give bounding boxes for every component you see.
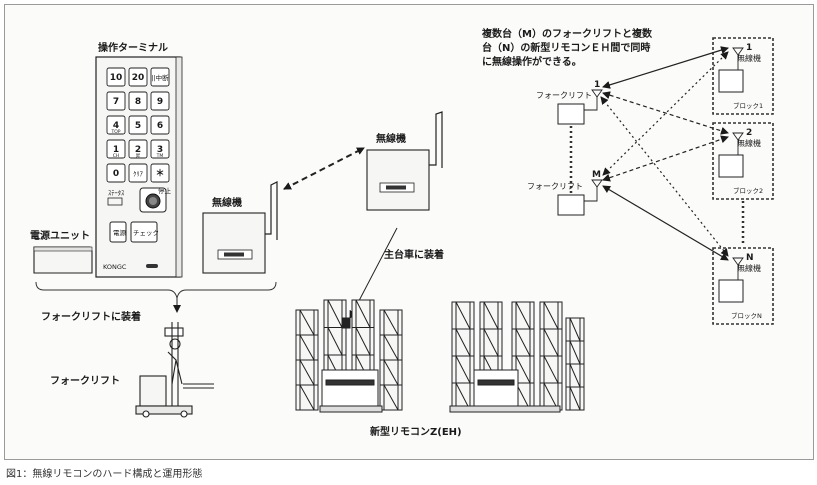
network-links: [600, 46, 729, 261]
keypad-key-label: 0: [113, 169, 119, 179]
stop-label: 停止: [158, 186, 172, 195]
keypad-key-label: 9: [157, 97, 163, 107]
block-2-radio: 無線機: [737, 138, 761, 148]
power-key-label: 電源: [113, 228, 127, 237]
forklift-node-m-label: フォークリフト: [527, 182, 583, 191]
status-label: ｽﾃｰﾀｽ: [108, 189, 125, 197]
keypad-key[interactable]: 8: [128, 91, 148, 111]
forklift-node-1: フォークリフト 1: [536, 80, 603, 125]
keypad-key[interactable]: 1CH: [106, 139, 126, 159]
keypad-key-label: ｸﾘｱ: [133, 170, 144, 178]
rack-section: [295, 309, 319, 411]
keypad-key[interactable]: 9: [150, 91, 170, 111]
block-node-2: 2 無線機 ブロック2: [712, 122, 774, 200]
block-node-n: N 無線機 ブロックN: [712, 247, 774, 325]
keypad-key-label: 6: [157, 121, 163, 131]
remocon-racks: [295, 299, 585, 413]
keypad-key[interactable]: 10: [106, 67, 126, 87]
rack-section: [451, 301, 475, 411]
main-carriage: [319, 317, 561, 413]
keypad-key-sublabel: TM: [156, 153, 164, 159]
rack-section: [565, 317, 585, 411]
keypad-key-sublabel: TOP: [110, 129, 120, 135]
terminal-port: [146, 264, 158, 268]
keypad-key[interactable]: ||中断: [150, 67, 170, 87]
keypad-key-label: 20: [132, 73, 145, 83]
block-2-name: ブロック2: [733, 186, 763, 195]
wireless-link: [283, 147, 365, 190]
note-line-3: に無線操作ができる。: [482, 55, 582, 68]
forklift-mount-label: フォークリフトに装着: [41, 310, 141, 323]
keypad-key[interactable]: 0: [106, 163, 126, 183]
check-key[interactable]: チェック: [130, 221, 159, 243]
keypad-key-label: 3: [157, 145, 163, 155]
power-key[interactable]: 電源: [109, 221, 127, 243]
keypad-key-label: 8: [135, 97, 141, 107]
power-unit-label: 電源ユニット: [30, 229, 90, 242]
check-key-label: チェック: [133, 229, 159, 237]
equipment-bracket: [35, 281, 277, 299]
forklift-label: フォークリフト: [50, 375, 120, 387]
keypad-key-sublabel: CH: [113, 153, 120, 159]
block-1-id: 1: [746, 43, 752, 53]
keypad-key-sublabel: 昇: [136, 153, 141, 159]
forklift-node-1-label: フォークリフト: [536, 91, 592, 100]
keypad-key-label: 10: [110, 73, 123, 83]
note-line-2: 台（N）の新型リモコンＥＨ間で同時: [482, 41, 650, 54]
forklift-radio-label: 無線機: [212, 196, 242, 209]
keypad-key[interactable]: ｸﾘｱ: [128, 163, 148, 183]
keypad-key[interactable]: ＊: [150, 163, 170, 183]
status-indicator: [107, 197, 123, 206]
block-n-name: ブロックN: [731, 311, 762, 320]
keypad-key-label: 4: [113, 121, 119, 131]
main-radio-unit: [366, 111, 443, 211]
block-n-id: N: [746, 253, 754, 263]
block-2-id: 2: [746, 128, 752, 138]
rack-section: [539, 301, 563, 411]
keypad-key[interactable]: 2昇: [128, 139, 148, 159]
forklift-drawing: [135, 322, 214, 418]
stop-button[interactable]: 停止: [139, 186, 172, 213]
network-note: 複数台（M）のフォークリフトと複数 台（N）の新型リモコンＥＨ間で同時 に無線操…: [481, 27, 653, 68]
power-unit: [33, 246, 93, 274]
keypad-key-label: ＊: [155, 168, 164, 179]
keypad-key-label: 2: [135, 145, 141, 155]
keypad-key-label: ||中断: [151, 73, 169, 82]
keypad-key[interactable]: 5: [128, 115, 148, 135]
forklift-radio-unit: [202, 181, 278, 274]
note-line-1: 複数台（M）のフォークリフトと複数: [481, 27, 653, 40]
keypad-key-label: 5: [135, 121, 141, 131]
block-1-radio: 無線機: [737, 53, 761, 63]
forklift-node-m: フォークリフト M: [527, 170, 603, 216]
keypad-key-label: 7: [113, 97, 119, 107]
figure-caption: 図1：無線リモコンのハード構成と運用形態: [6, 469, 203, 480]
rack-section: [379, 309, 403, 411]
main-mount-label: 主台車に装着: [384, 248, 444, 261]
forklift-node-m-id: M: [592, 170, 601, 180]
keypad-key[interactable]: 7: [106, 91, 126, 111]
block-n-radio: 無線機: [737, 263, 761, 273]
terminal-title: 操作ターミナル: [98, 41, 168, 54]
keypad-key-label: 1: [113, 145, 119, 155]
forklift-node-1-id: 1: [594, 80, 600, 90]
keypad-key[interactable]: 3TM: [150, 139, 170, 159]
remocon-label: 新型リモコンZ(EH): [370, 425, 462, 438]
block-1-name: ブロック1: [733, 101, 763, 110]
main-radio-label: 無線機: [376, 132, 406, 145]
terminal-brand: KONGC: [103, 263, 127, 271]
keypad-key[interactable]: 6: [150, 115, 170, 135]
keypad-key[interactable]: 20: [128, 67, 148, 87]
